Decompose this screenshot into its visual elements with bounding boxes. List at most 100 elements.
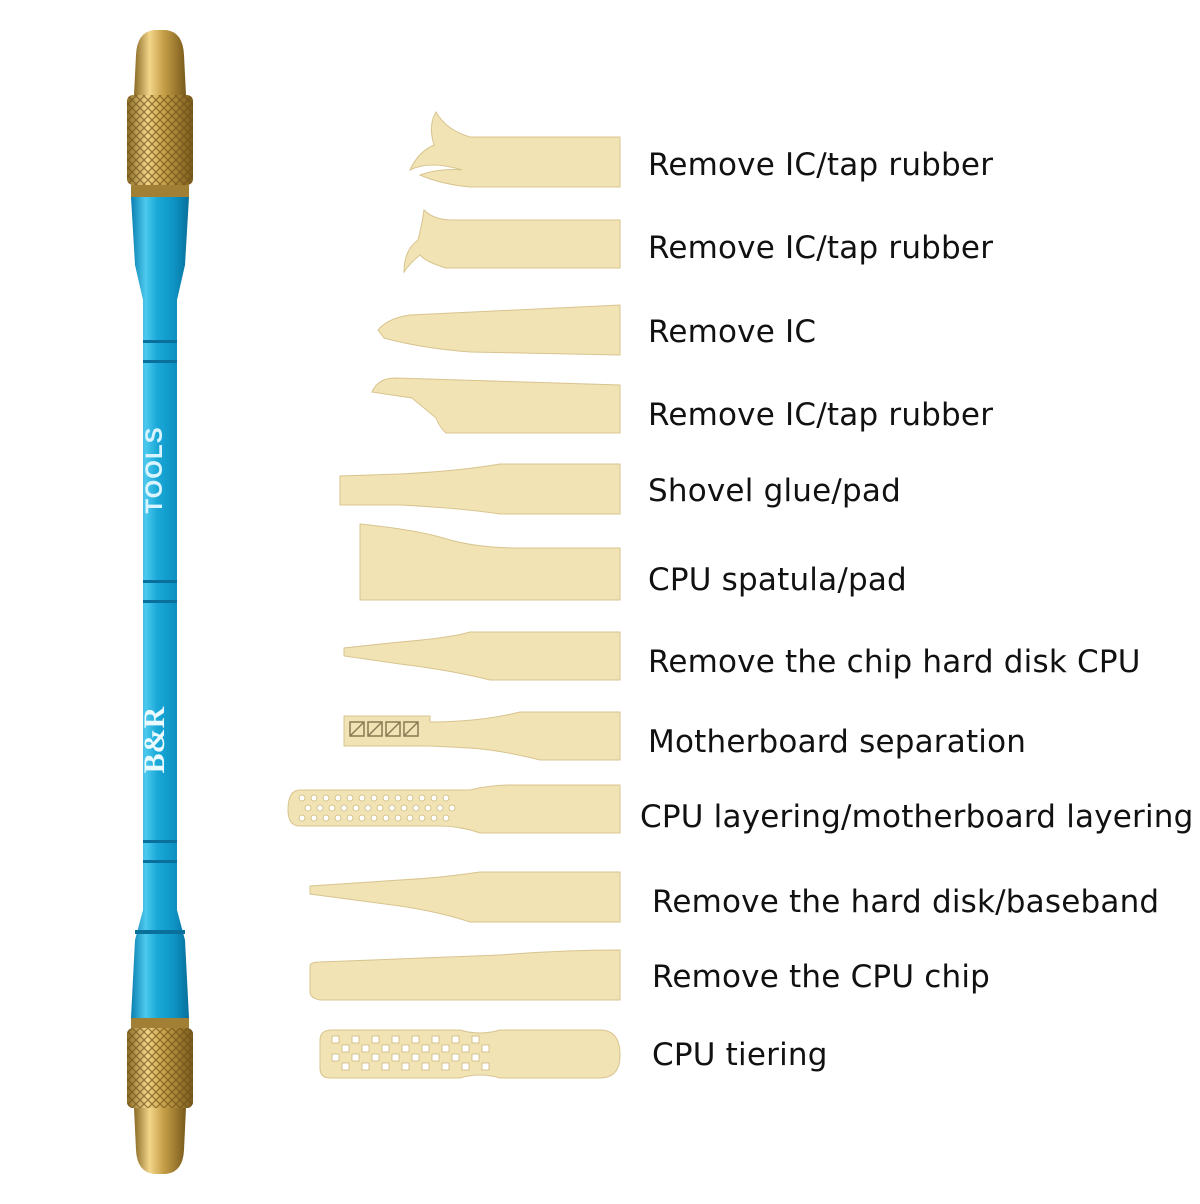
blade-6-label: CPU spatula/pad <box>648 562 907 598</box>
blade-12-hole <box>341 1062 350 1071</box>
blade-11-label: Remove the CPU chip <box>652 959 991 995</box>
blade-12-hole <box>451 1035 460 1044</box>
blade-9-holes <box>298 794 456 822</box>
blade-9-hole <box>388 804 396 812</box>
blade-9-hole <box>442 814 450 822</box>
blade-9-hole <box>394 814 402 822</box>
blade-9-hole <box>346 814 354 822</box>
blade-9-hole <box>322 794 330 802</box>
blade-9-hole <box>412 804 420 812</box>
blade-12-hole <box>431 1053 440 1062</box>
blade-9-hole <box>382 794 390 802</box>
blade-7-label: Remove the chip hard disk CPU <box>648 644 1141 680</box>
blade-12-hole <box>391 1053 400 1062</box>
blade-9-hole <box>430 814 438 822</box>
blade-9-hole <box>322 814 330 822</box>
blade-12-hole <box>391 1035 400 1044</box>
tool-handle: TOOLS B&R <box>127 30 193 1174</box>
blade-12-hole <box>421 1062 430 1071</box>
blade-9-hole <box>400 804 408 812</box>
blade-2-shape <box>403 208 621 274</box>
blade-9-hole <box>358 814 366 822</box>
blade-9-hole <box>298 814 306 822</box>
blade-12-hole <box>331 1053 340 1062</box>
blade-12-hole <box>341 1044 350 1053</box>
top-brass-collet <box>127 30 193 197</box>
blade-9-hole <box>370 794 378 802</box>
blade-3-label: Remove IC <box>648 314 817 350</box>
blade-12-hole <box>421 1044 430 1053</box>
blade-12-hole <box>401 1062 410 1071</box>
blade-9-hole <box>328 804 336 812</box>
blade-9-hole <box>334 794 342 802</box>
blade-12-hole <box>431 1035 440 1044</box>
blade-12-hole <box>351 1053 360 1062</box>
blade-12-hole <box>461 1062 470 1071</box>
blade-9-hole <box>406 814 414 822</box>
blade-5-shape <box>339 463 621 515</box>
blade-9-hole <box>364 804 372 812</box>
blade-9-hole <box>346 794 354 802</box>
blade-12-hole <box>371 1035 380 1044</box>
blade-12-shape <box>319 1029 621 1079</box>
handle-model-text: TOOLS <box>141 426 168 513</box>
blade-12-hole <box>361 1062 370 1071</box>
blade-9-hole <box>436 804 444 812</box>
blade-12-hole <box>401 1044 410 1053</box>
blade-set <box>287 111 621 1079</box>
blade-12-hole <box>481 1044 490 1053</box>
blade-9-hole <box>334 814 342 822</box>
blade-9-hole <box>394 794 402 802</box>
handle-brand-text: B&R <box>138 706 171 773</box>
blade-2-label: Remove IC/tap rubber <box>648 230 994 266</box>
blade-4-shape <box>371 377 621 434</box>
blade-9-hole <box>310 814 318 822</box>
blade-4-label: Remove IC/tap rubber <box>648 397 994 433</box>
blade-9-hole <box>418 814 426 822</box>
blade-10-label: Remove the hard disk/baseband <box>652 884 1160 920</box>
blade-9-hole <box>424 804 432 812</box>
blade-11-shape <box>309 949 621 1001</box>
blade-9-hole <box>376 804 384 812</box>
blade-5-label: Shovel glue/pad <box>648 473 901 509</box>
blade-9-hole <box>370 814 378 822</box>
blade-10-shape <box>309 871 621 923</box>
blade-12-hole <box>441 1062 450 1071</box>
blade-12-hole <box>331 1035 340 1044</box>
blade-1-label: Remove IC/tap rubber <box>648 147 994 183</box>
blade-9-hole <box>448 804 456 812</box>
blade-12-hole <box>381 1062 390 1071</box>
blade-12-hole <box>471 1053 480 1062</box>
blade-7-shape <box>343 631 621 681</box>
blade-9-hole <box>352 804 360 812</box>
blade-12-hole <box>441 1044 450 1053</box>
blade-8-triangle-cutouts <box>349 721 419 737</box>
blade-9-hole <box>382 814 390 822</box>
blade-9-hole <box>298 794 306 802</box>
blade-9-hole <box>358 794 366 802</box>
blade-12-hole <box>411 1035 420 1044</box>
blade-12-hole <box>411 1053 420 1062</box>
blade-9-hole <box>310 794 318 802</box>
blade-9-hole <box>406 794 414 802</box>
blade-9-hole <box>316 804 324 812</box>
blade-12-label: CPU tiering <box>652 1037 828 1073</box>
blade-12-hole <box>451 1053 460 1062</box>
blade-12-hole <box>351 1035 360 1044</box>
blue-aluminum-body <box>131 197 189 1018</box>
blade-9-hole <box>430 794 438 802</box>
blade-8-label: Motherboard separation <box>648 724 1027 760</box>
blade-12-hole <box>371 1053 380 1062</box>
bottom-brass-collet <box>127 1018 193 1174</box>
blade-9-label: CPU layering/motherboard layering <box>640 799 1194 835</box>
blade-12-holes <box>331 1035 490 1071</box>
blade-9-hole <box>340 804 348 812</box>
blade-8-shape <box>343 711 621 761</box>
blade-6-shape <box>359 523 621 601</box>
blade-12-hole <box>471 1035 480 1044</box>
blade-3-shape <box>377 304 621 356</box>
blade-12-hole <box>481 1062 490 1071</box>
blade-1-shape <box>408 111 621 188</box>
